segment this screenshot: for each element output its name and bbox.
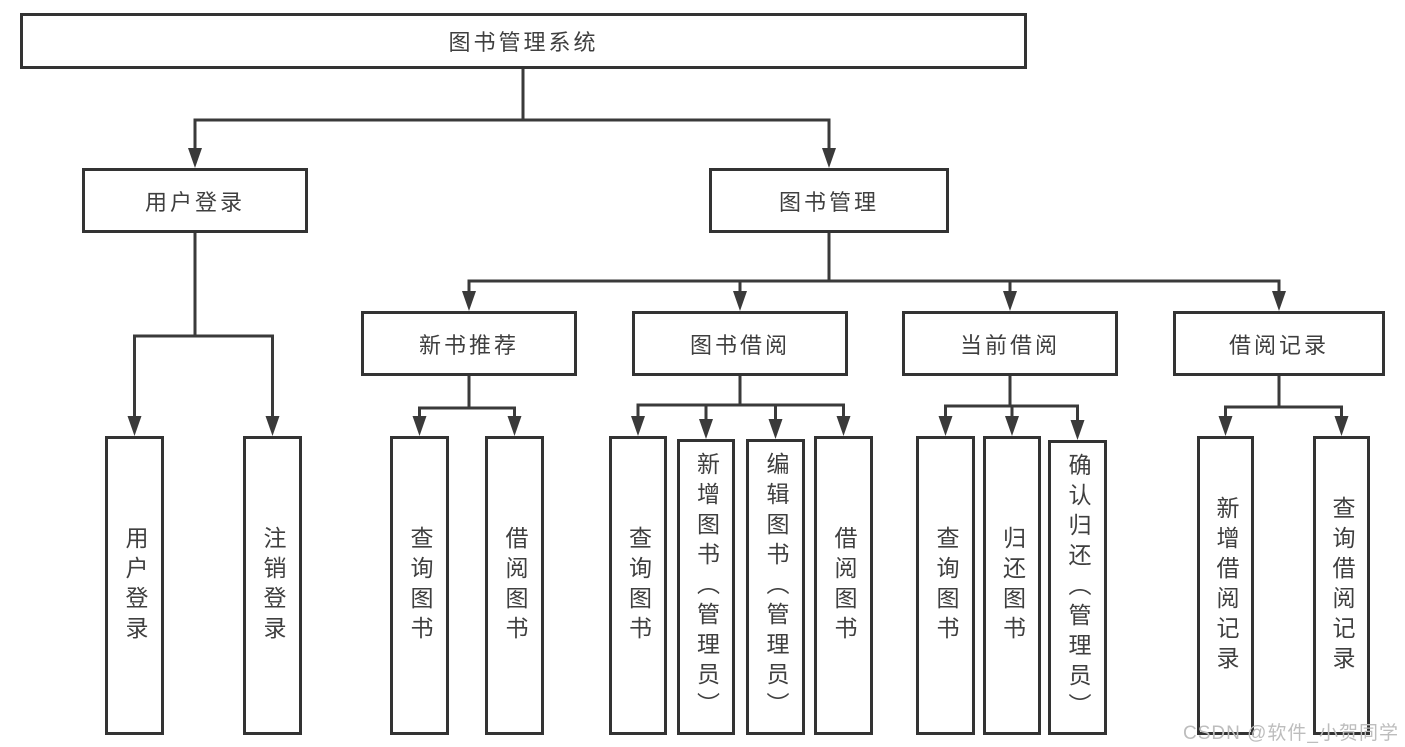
leaf-label: 确认归还（管理员） <box>1065 452 1091 723</box>
node-root: 图书管理系统 <box>20 13 1027 69</box>
node-leaf-return-book: 归还图书 <box>983 436 1041 735</box>
node-leaf-query-books-recommend: 查询图书 <box>390 436 449 735</box>
node-user-login: 用户登录 <box>82 168 308 233</box>
node-user-login-label: 用户登录 <box>144 189 245 215</box>
leaf-label: 查询借阅记录 <box>1329 495 1355 676</box>
leaf-label: 用户登录 <box>122 525 148 646</box>
node-book-borrowing-label: 图书借阅 <box>689 332 790 358</box>
leaf-label: 新增图书（管理员） <box>693 452 720 722</box>
node-leaf-add-book-admin: 新增图书（管理员） <box>677 439 735 735</box>
node-leaf-query-books-borrowing: 查询图书 <box>609 436 667 735</box>
node-leaf-query-borrow-record: 查询借阅记录 <box>1313 436 1370 735</box>
leaf-label: 借阅图书 <box>831 525 857 646</box>
csdn-watermark: CSDN @软件_小贺同学 <box>1183 723 1399 744</box>
node-new-book-recommend-label: 新书推荐 <box>418 332 519 358</box>
node-borrowing-records-label: 借阅记录 <box>1228 332 1329 358</box>
node-book-borrowing: 图书借阅 <box>632 311 848 376</box>
node-current-borrowing-label: 当前借阅 <box>959 332 1060 358</box>
leaf-label: 新增借阅记录 <box>1213 495 1239 676</box>
leaf-label: 归还图书 <box>999 525 1026 646</box>
node-leaf-user-login: 用户登录 <box>105 436 164 735</box>
node-borrowing-records: 借阅记录 <box>1173 311 1385 376</box>
leaf-label: 查询图书 <box>933 525 959 646</box>
node-leaf-query-books-current: 查询图书 <box>916 436 975 735</box>
node-book-management: 图书管理 <box>709 168 949 233</box>
node-current-borrowing: 当前借阅 <box>902 311 1118 376</box>
node-leaf-confirm-return-admin: 确认归还（管理员） <box>1048 440 1107 735</box>
node-book-management-label: 图书管理 <box>778 189 879 215</box>
node-leaf-borrow-books-borrowing: 借阅图书 <box>814 436 873 735</box>
node-leaf-borrow-books-recommend: 借阅图书 <box>485 436 544 735</box>
node-leaf-add-borrow-record: 新增借阅记录 <box>1197 436 1254 735</box>
node-leaf-logout: 注销登录 <box>243 436 302 735</box>
leaf-label: 查询图书 <box>625 525 652 646</box>
node-new-book-recommend: 新书推荐 <box>361 311 577 376</box>
leaf-label: 注销登录 <box>260 525 286 646</box>
node-root-label: 图书管理系统 <box>448 30 599 55</box>
node-leaf-edit-book-admin: 编辑图书（管理员） <box>746 439 805 735</box>
leaf-label: 编辑图书（管理员） <box>763 452 789 722</box>
leaf-label: 借阅图书 <box>502 525 528 646</box>
leaf-label: 查询图书 <box>407 525 433 646</box>
